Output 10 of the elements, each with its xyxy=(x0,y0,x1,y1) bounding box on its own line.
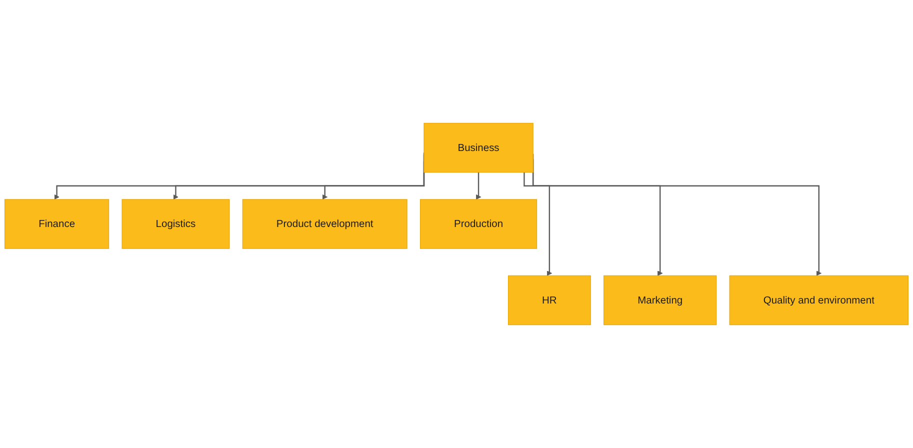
node-box: Marketing xyxy=(604,275,717,326)
node-box: Logistics xyxy=(122,199,230,249)
node-box: Production xyxy=(420,199,538,249)
node-box: HR xyxy=(508,275,591,326)
node-box: Quality and environment xyxy=(729,275,908,326)
node-box: Business xyxy=(424,122,534,173)
node-box: Product development xyxy=(242,199,408,249)
arrow xyxy=(524,172,552,276)
arrow xyxy=(476,172,482,200)
node-box: Finance xyxy=(4,199,110,249)
